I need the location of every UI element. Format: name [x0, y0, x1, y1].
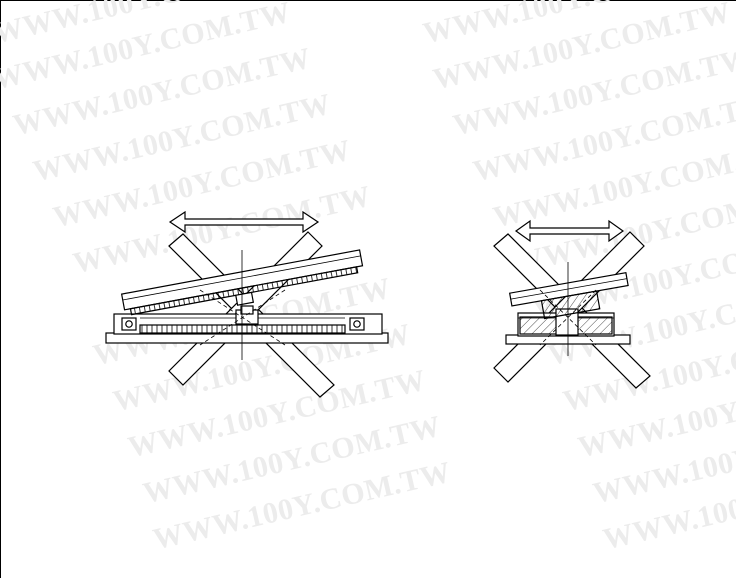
horizontal-double-arrow-icon [168, 210, 320, 234]
horizontal-double-arrow-icon [514, 219, 625, 243]
base-connector [105, 305, 389, 344]
tilt-guide-lines [539, 262, 597, 356]
tilt-guide-lines [199, 250, 286, 360]
figure-long-side-tilt [105, 210, 389, 398]
figure-short-side-tilt [493, 219, 651, 389]
tilted-plug-end-view [508, 271, 629, 320]
